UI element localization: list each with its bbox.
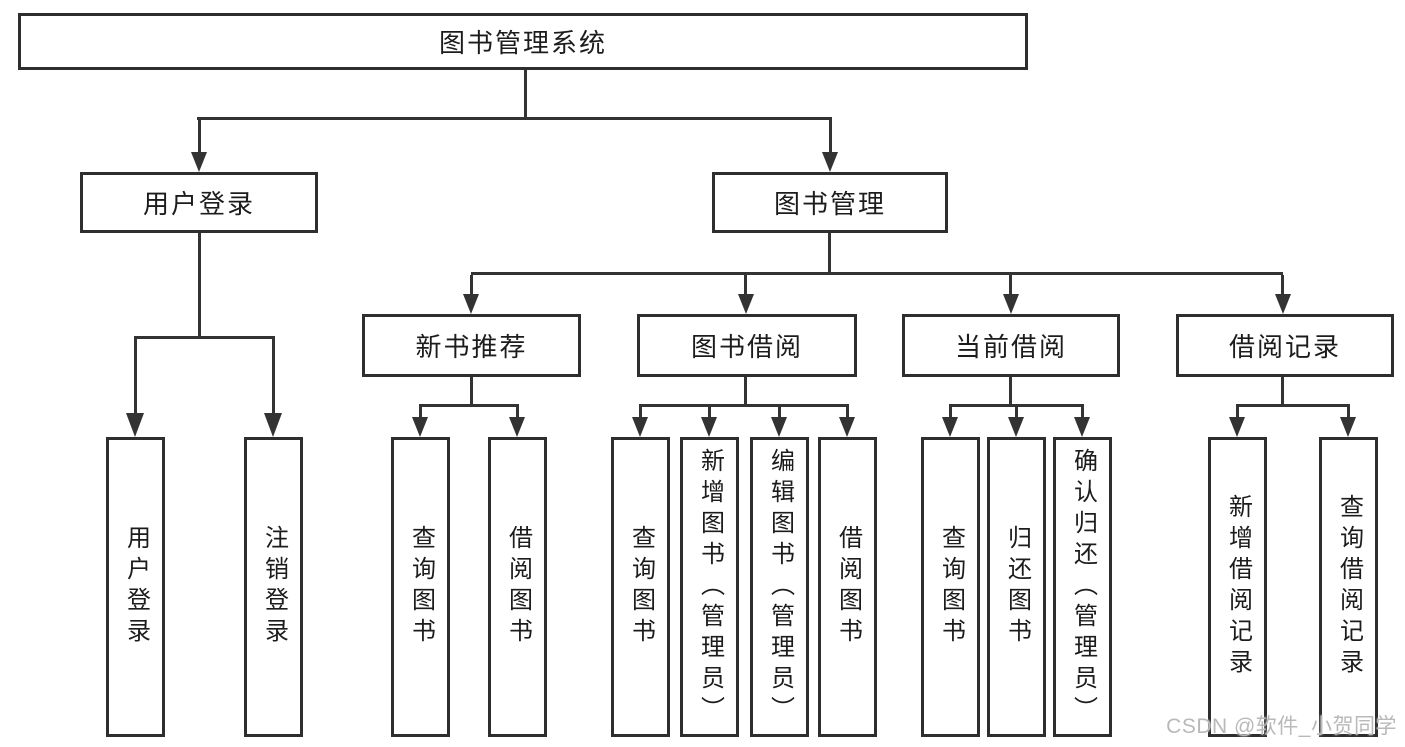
leaf-nb-borrow-books: 借阅图书: [488, 437, 547, 737]
arrowhead-to-book-borrow: [738, 294, 754, 314]
node-user-login: 用户登录: [80, 172, 318, 233]
leaf-cb-query-books-label: 查询图书: [937, 525, 965, 649]
node-book-borrow-label: 图书借阅: [690, 332, 803, 362]
node-new-book-recommend: 新书推荐: [362, 314, 581, 377]
arrowhead-to-br-query-record: [1340, 417, 1356, 437]
leaf-cb-return-book: 归还图书: [987, 437, 1046, 737]
leaf-logout: 注销登录: [244, 437, 303, 737]
arrowhead-to-current-borrow: [1003, 294, 1019, 314]
node-book-borrow: 图书借阅: [637, 314, 857, 377]
connector-currentborrow-hline: [949, 404, 1084, 407]
connector-bookborrow-stub: [744, 377, 747, 404]
connector-nb-borrow-shaft: [516, 407, 519, 419]
connector-newbook-hline: [419, 404, 519, 407]
connector-currentborrow-stub: [1009, 377, 1012, 404]
arrowhead-to-cb-query-books: [942, 417, 958, 437]
leaf-br-query-borrow-record: 查询借阅记录: [1319, 437, 1378, 737]
node-book-management: 图书管理: [712, 172, 948, 233]
connector-bb-borrow-shaft: [846, 407, 849, 419]
connector-bookborrow-hline: [639, 404, 849, 407]
leaf-cb-confirm-return-admin-label: 确认归还（管理员）: [1069, 447, 1097, 727]
arrowhead-to-borrow-records: [1275, 294, 1291, 314]
connector-bb-add-shaft: [708, 407, 711, 419]
node-borrow-records: 借阅记录: [1176, 314, 1394, 377]
arrowhead-to-user-login: [191, 152, 207, 172]
leaf-br-query-borrow-record-label: 查询借阅记录: [1335, 494, 1363, 680]
connector-nb-query-shaft: [419, 407, 422, 419]
connector-userlogin-stub: [198, 233, 201, 336]
connector-leaf-login-shaft: [134, 339, 137, 413]
connector-leaf-logout-shaft: [272, 339, 275, 413]
leaf-cb-return-book-label: 归还图书: [1003, 525, 1031, 649]
connector-cb-confirm-shaft: [1081, 407, 1084, 419]
connector-br-query-shaft: [1347, 407, 1350, 419]
arrowhead-to-nb-borrow-books: [509, 417, 525, 437]
connector-root-hline: [197, 117, 832, 120]
leaf-user-login-label: 用户登录: [122, 525, 150, 649]
leaf-bb-query-books-label: 查询图书: [627, 525, 655, 649]
arrowhead-to-leaf-logout: [264, 413, 282, 437]
leaf-bb-add-book-admin-label: 新增图书（管理员）: [696, 447, 724, 727]
arrowhead-to-bb-add-book: [701, 417, 717, 437]
connector-currentborrow-shaft: [1009, 275, 1012, 296]
connector-br-add-shaft: [1236, 407, 1239, 419]
leaf-cb-query-books: 查询图书: [921, 437, 980, 737]
arrowhead-to-bb-edit-book: [771, 417, 787, 437]
arrowhead-to-bb-borrow-books: [839, 417, 855, 437]
node-current-borrow-label: 当前借阅: [954, 332, 1067, 362]
connector-cb-return-shaft: [1015, 407, 1018, 419]
arrowhead-to-new-book-recommend: [463, 294, 479, 314]
arrowhead-to-leaf-login: [126, 413, 144, 437]
connector-bb-query-shaft: [639, 407, 642, 419]
leaf-bb-borrow-books-label: 借阅图书: [834, 525, 862, 649]
node-library-system: 图书管理系统: [18, 13, 1028, 70]
connector-borrowrecords-stub: [1281, 377, 1284, 404]
arrowhead-to-cb-return-book: [1008, 417, 1024, 437]
csdn-watermark: CSDN @软件_小贺同学: [1166, 715, 1397, 738]
leaf-bb-query-books: 查询图书: [611, 437, 670, 737]
arrowhead-to-cb-confirm-return: [1074, 417, 1090, 437]
connector-cb-query-shaft: [949, 407, 952, 419]
leaf-bb-add-book-admin: 新增图书（管理员）: [680, 437, 739, 737]
arrowhead-to-nb-query-books: [412, 417, 428, 437]
leaf-bb-borrow-books: 借阅图书: [818, 437, 877, 737]
connector-newbook-stub: [470, 377, 473, 404]
node-user-login-label: 用户登录: [142, 189, 255, 219]
leaf-br-add-borrow-record: 新增借阅记录: [1208, 437, 1267, 737]
leaf-nb-query-books-label: 查询图书: [407, 525, 435, 649]
leaf-nb-borrow-books-label: 借阅图书: [504, 525, 532, 649]
node-current-borrow: 当前借阅: [902, 314, 1120, 377]
arrowhead-to-book-management: [822, 152, 838, 172]
leaf-bb-edit-book-admin-label: 编辑图书（管理员）: [766, 447, 794, 727]
leaf-cb-confirm-return-admin: 确认归还（管理员）: [1053, 437, 1112, 737]
connector-userlogin-shaft: [198, 120, 201, 153]
leaf-user-login: 用户登录: [106, 437, 165, 737]
node-book-management-label: 图书管理: [773, 189, 886, 219]
connector-borrowrecords-shaft: [1281, 275, 1284, 296]
connector-root-stub: [524, 70, 527, 117]
arrowhead-to-br-add-record: [1229, 417, 1245, 437]
node-library-system-label: 图书管理系统: [438, 28, 607, 58]
connector-bookmgmt-shaft: [829, 120, 832, 153]
leaf-br-add-borrow-record-label: 新增借阅记录: [1224, 494, 1252, 680]
connector-newbook-shaft: [470, 275, 473, 296]
node-new-book-recommend-label: 新书推荐: [415, 332, 528, 362]
connector-borrowrecords-hline: [1236, 404, 1350, 407]
connector-bookmgmt-hline: [471, 272, 1283, 275]
connector-bookmgmt-stub: [828, 233, 831, 272]
arrowhead-to-bb-query-books: [632, 417, 648, 437]
connector-bb-edit-shaft: [778, 407, 781, 419]
connector-bookborrow-shaft: [744, 275, 747, 296]
leaf-logout-label: 注销登录: [260, 525, 288, 649]
leaf-bb-edit-book-admin: 编辑图书（管理员）: [750, 437, 809, 737]
leaf-nb-query-books: 查询图书: [391, 437, 450, 737]
connector-userlogin-hline: [134, 336, 275, 339]
node-borrow-records-label: 借阅记录: [1228, 332, 1341, 362]
